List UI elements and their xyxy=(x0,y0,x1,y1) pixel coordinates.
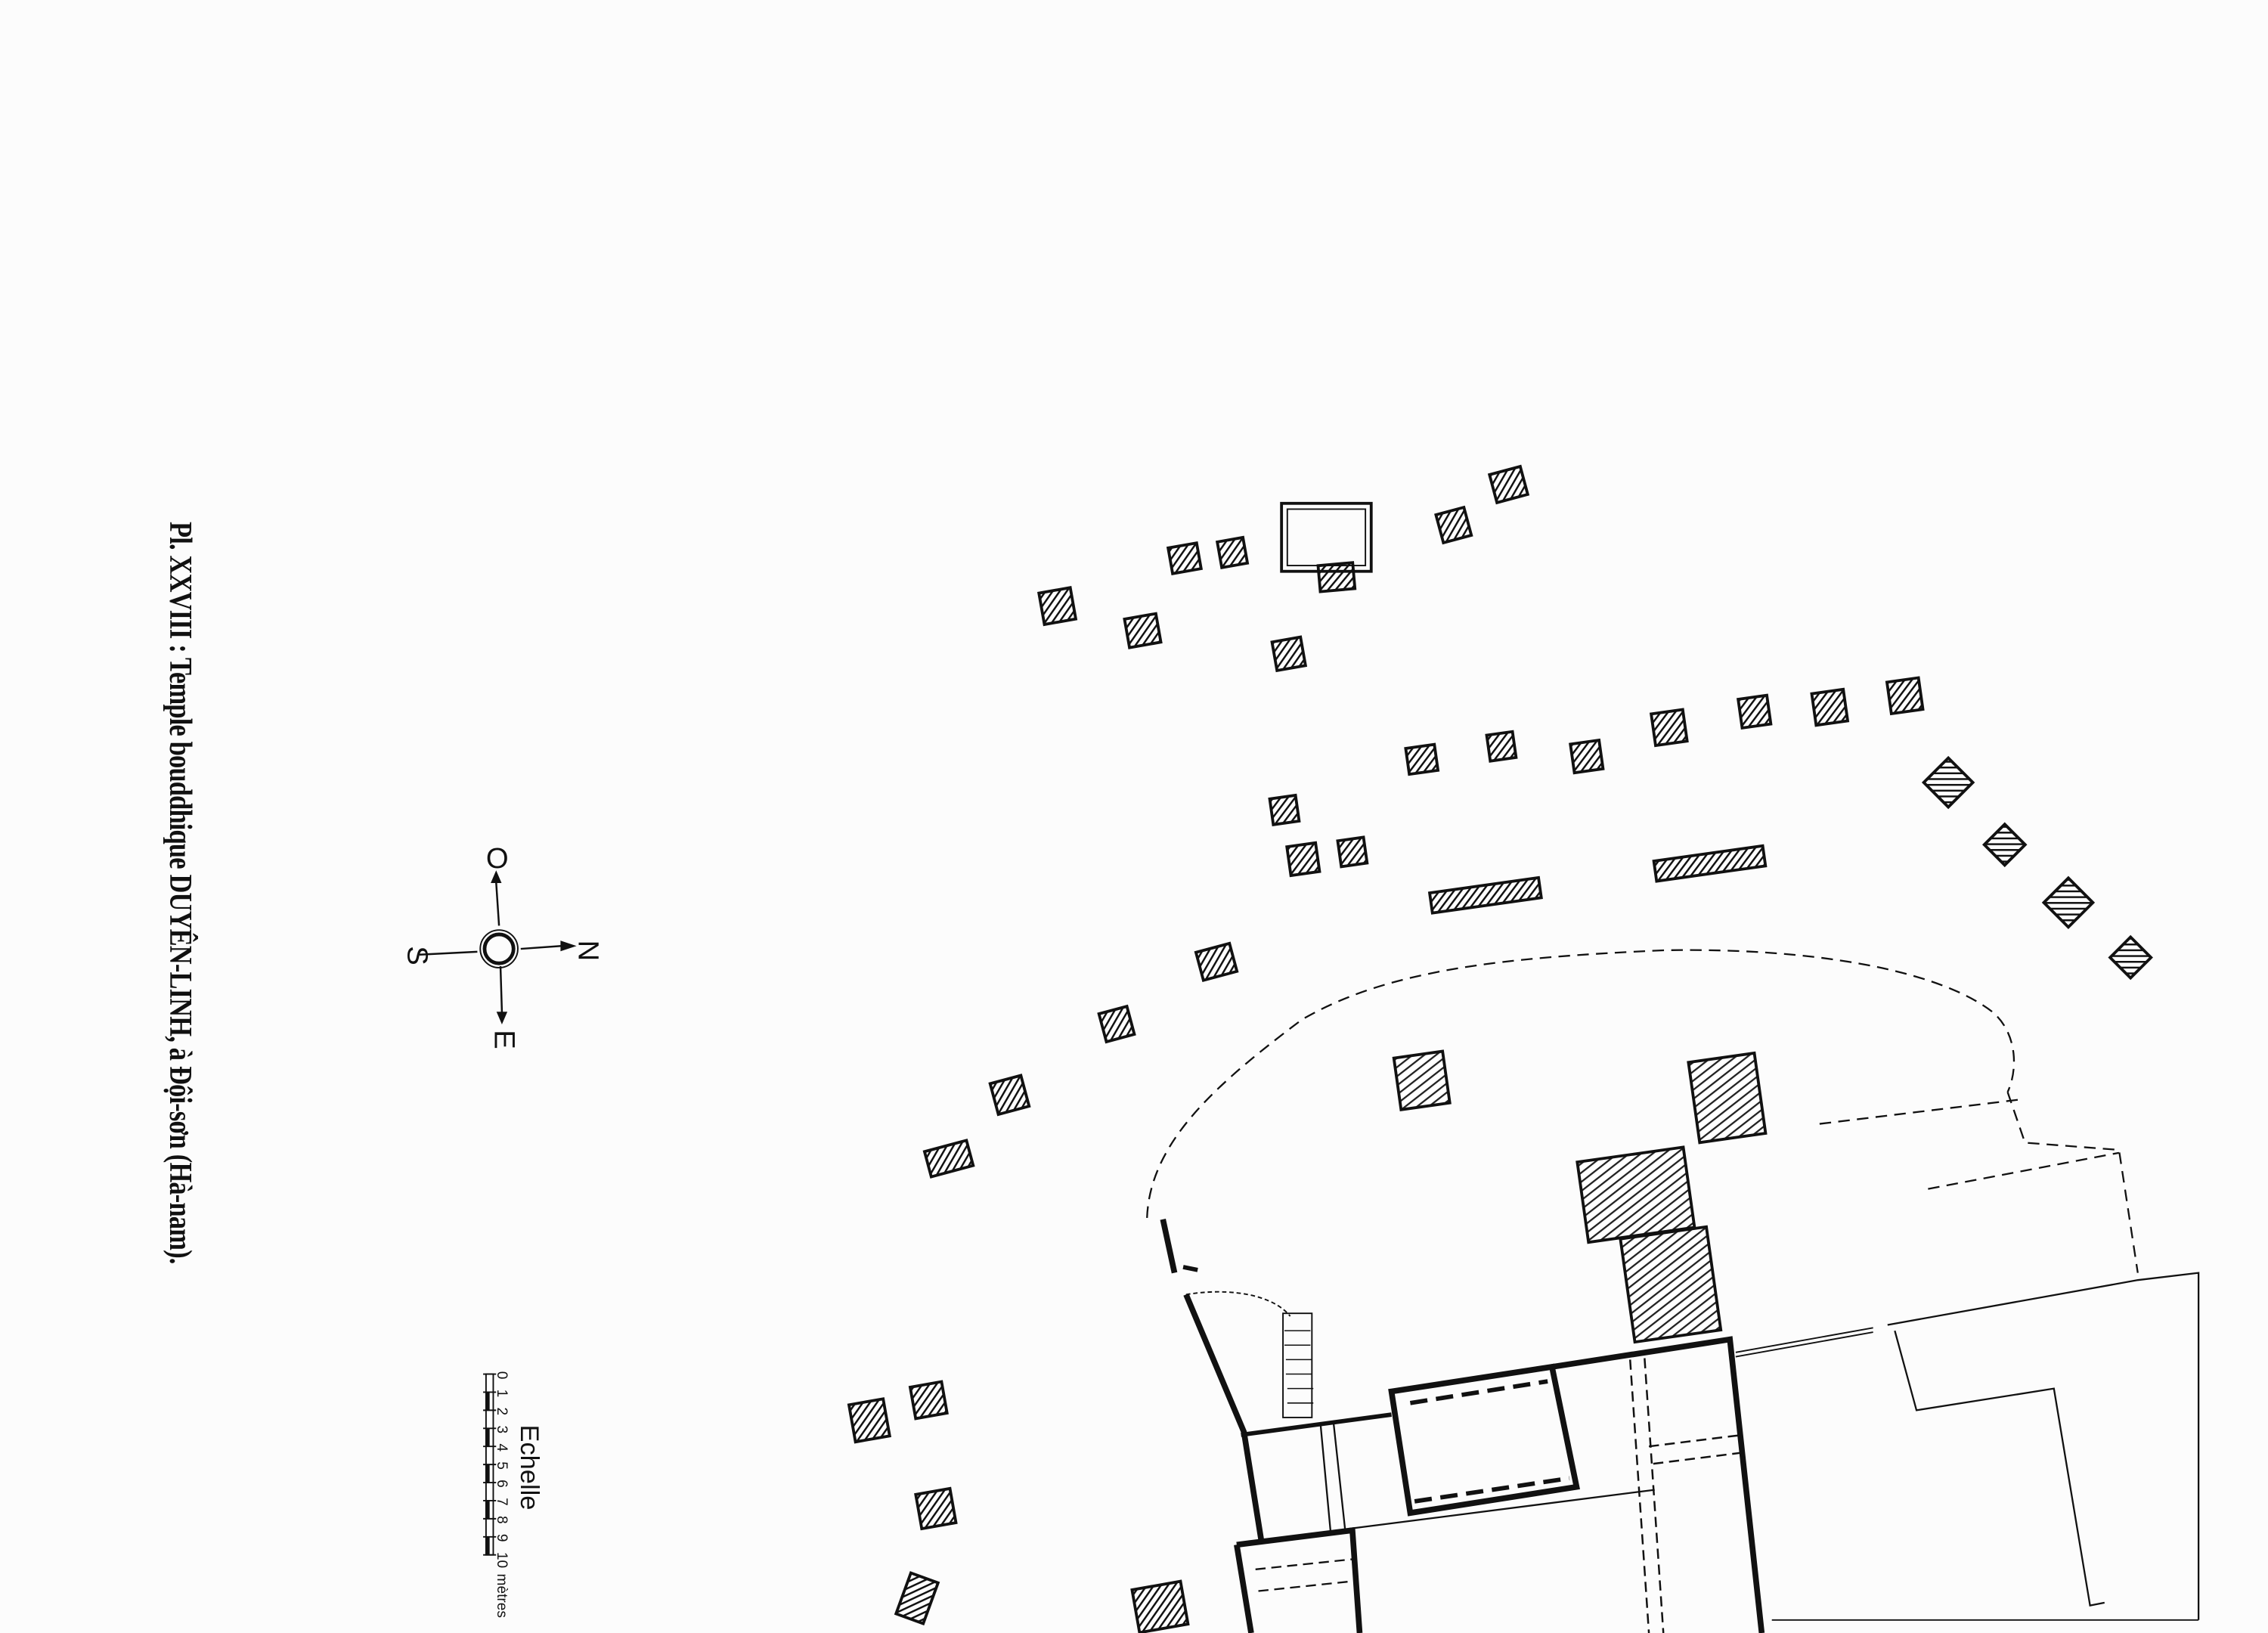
scale-segment xyxy=(485,1428,490,1447)
pier-base xyxy=(1649,708,1689,748)
pier-base xyxy=(908,1380,949,1421)
pier-base xyxy=(1404,742,1440,776)
pier-base xyxy=(1427,875,1543,915)
pier-base xyxy=(1316,561,1357,593)
scale-tick-label: 5 xyxy=(494,1461,510,1470)
scale-segment xyxy=(485,1392,490,1411)
pier-base xyxy=(847,1397,892,1444)
pier-base xyxy=(1268,793,1301,826)
scale-tick-label: 8 xyxy=(494,1516,510,1524)
pier-base xyxy=(1652,844,1768,883)
scale-unit: mètres xyxy=(494,1574,510,1618)
pier-base xyxy=(1123,612,1163,649)
pier-base xyxy=(1215,535,1250,570)
pier-base xyxy=(1194,941,1239,983)
pier-base xyxy=(1921,755,1975,810)
scale-tick-label: 7 xyxy=(494,1498,510,1506)
scale-segment xyxy=(485,1464,490,1483)
pier-base xyxy=(894,1571,940,1626)
scale-tick-label: 1 xyxy=(494,1390,510,1398)
pier-base xyxy=(1270,635,1308,673)
pier-base xyxy=(2041,875,2096,930)
pier-base xyxy=(1037,586,1078,627)
pier-base xyxy=(1336,835,1369,869)
pier-base xyxy=(988,1074,1031,1117)
pier-bases xyxy=(847,464,2153,1633)
scale-label: Echelle xyxy=(515,1424,544,1510)
pier-base xyxy=(914,1486,958,1531)
scale-tick-label: 2 xyxy=(494,1408,510,1416)
enclosure-dashed-outline xyxy=(1146,949,2139,1273)
compass-west-label: O xyxy=(486,842,509,875)
large-platform xyxy=(1687,1051,1768,1145)
pier-base xyxy=(1736,693,1773,730)
pier-base xyxy=(1810,687,1850,727)
scale-tick-label: 0 xyxy=(494,1371,510,1380)
compass-east-label: E xyxy=(488,1030,520,1049)
pier-base xyxy=(1485,730,1518,763)
scale-segment xyxy=(485,1500,490,1519)
scale-tick-label: 10 xyxy=(494,1552,510,1568)
compass-north-label: N xyxy=(572,940,604,962)
scale-tick-label: 4 xyxy=(494,1443,510,1452)
pier-base xyxy=(1487,464,1530,505)
compass-south-label: S xyxy=(401,946,434,965)
temple-buildings xyxy=(1160,1219,2200,1633)
pier-base xyxy=(1130,1579,1190,1633)
pier-base xyxy=(2108,934,2153,981)
large-platform xyxy=(1576,1145,1696,1244)
pier-base xyxy=(1569,738,1605,775)
scale-segment xyxy=(485,1536,490,1555)
pier-base xyxy=(922,1139,975,1179)
pier-base xyxy=(1981,822,2028,868)
scale-tick-label: 3 xyxy=(494,1425,510,1433)
large-platform xyxy=(1619,1225,1723,1344)
pavilion-outline xyxy=(1280,501,1373,573)
pier-base xyxy=(1885,676,1925,716)
pier-base xyxy=(1166,541,1204,575)
scale-tick-label: 6 xyxy=(494,1480,510,1488)
pier-base xyxy=(1285,841,1321,878)
large-platform xyxy=(1392,1049,1452,1111)
pier-base xyxy=(1097,1004,1136,1044)
pier-base xyxy=(1434,505,1473,545)
compass-rose-icon: O N E S xyxy=(401,842,605,1049)
scale-tick-label: 9 xyxy=(494,1534,510,1542)
scale-bar: 0 1 2 3 4 5 6 7 8 9 10 Echelle mètres xyxy=(483,1371,544,1618)
